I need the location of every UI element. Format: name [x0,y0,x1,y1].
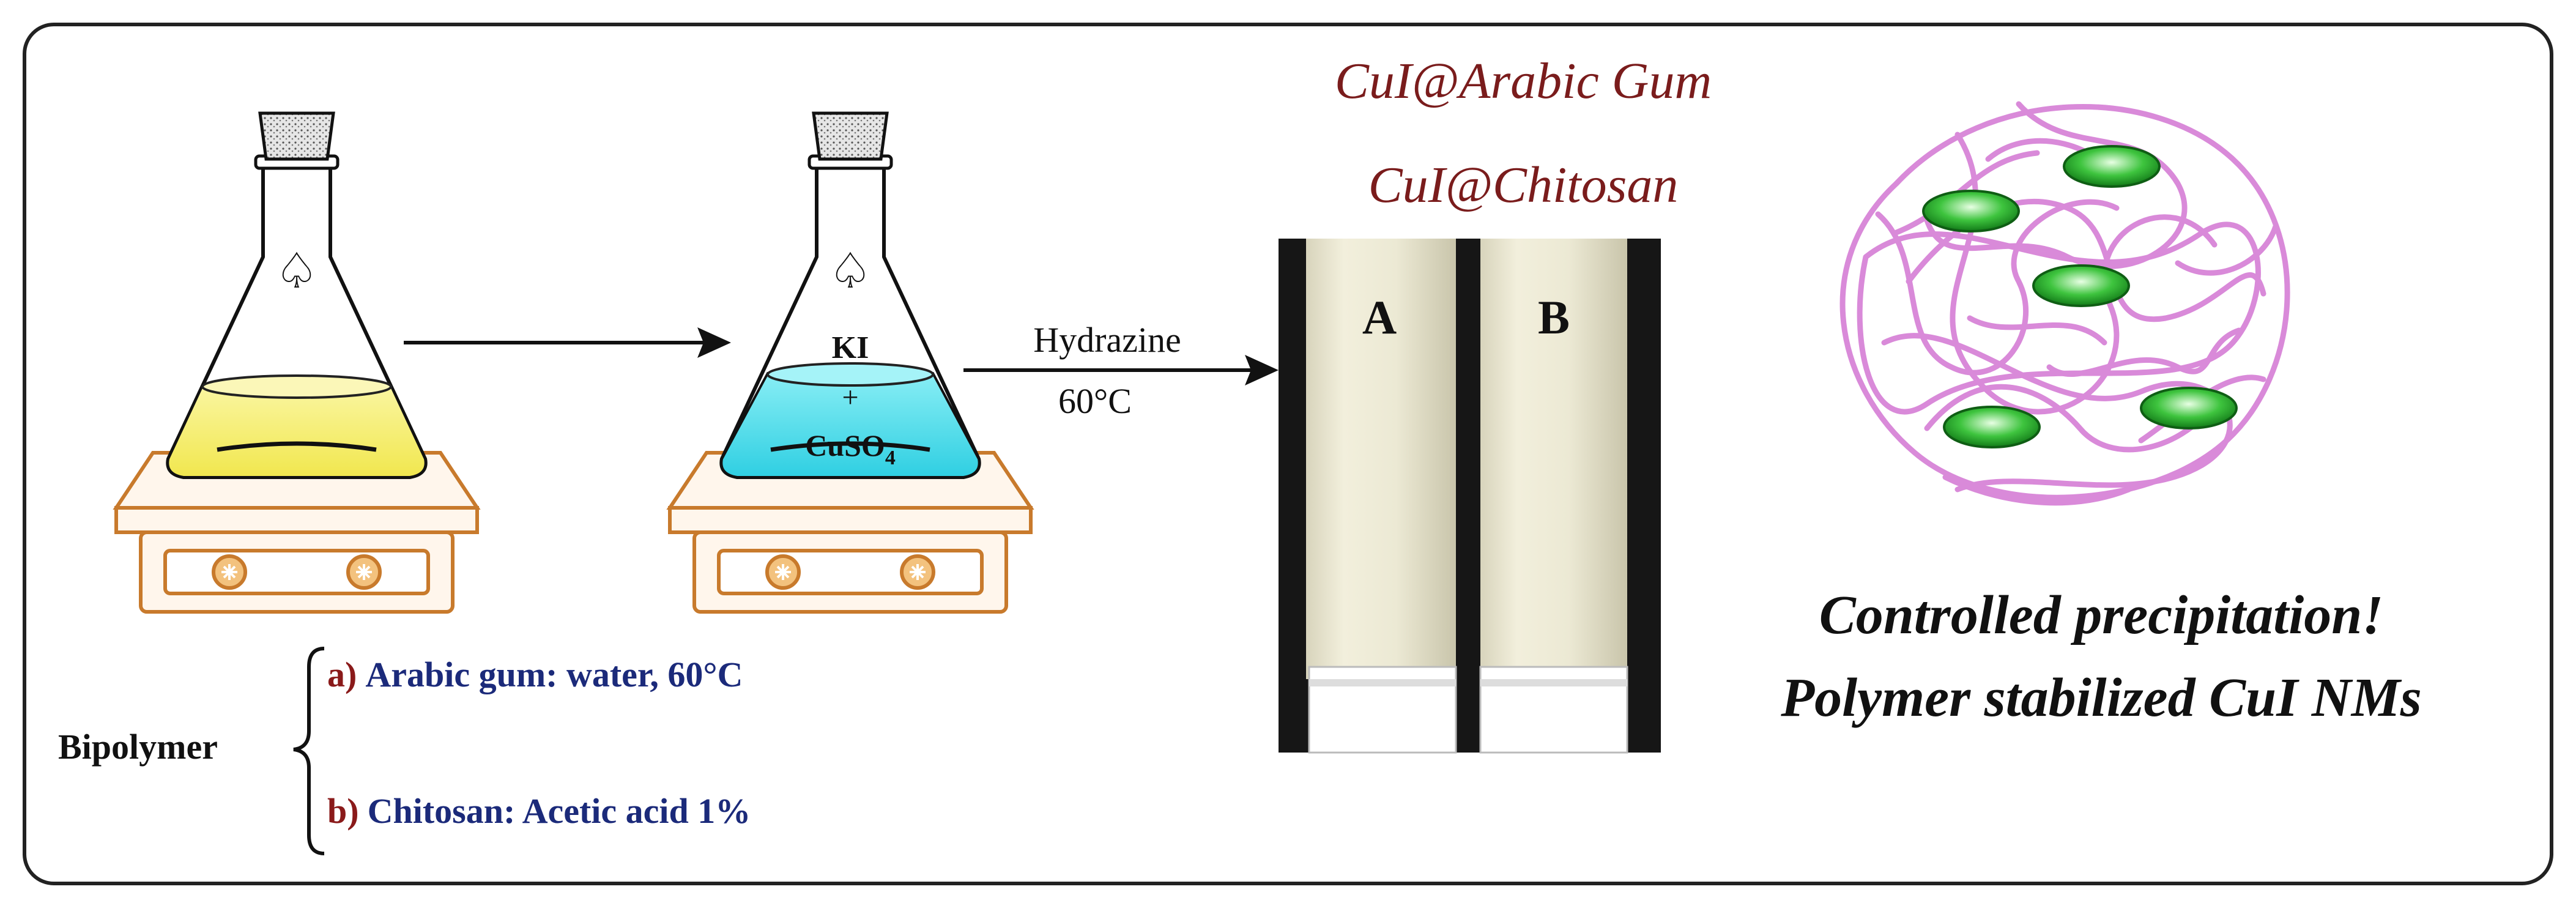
reagent-cuso4: CuSO4 [805,428,896,469]
tubes-photo: A B [1279,239,1661,754]
arrow-1 [404,327,731,358]
flask-1-stopper [258,111,335,161]
flask-2-with-hotplate: ♤ KI + CuSO4 [666,111,1034,614]
flask-1-with-hotplate: ♤ [113,111,481,614]
tube-b [1480,239,1627,679]
biopolymer-brace [293,647,325,855]
arrow-2 [963,355,1279,385]
tube-b-label: B [1538,291,1570,344]
nanoparticle-5 [2140,387,2238,429]
reaction-reagent: Hydrazine [1033,320,1181,360]
option-a: a)Arabic gum: water, 60°C [327,655,743,694]
hotplate-1 [113,451,481,614]
stir-symbol-2-icon: ♤ [828,245,872,299]
stir-symbol-icon: ♤ [275,245,319,299]
nanoparticle-4 [1943,406,2041,448]
nanoparticle-1 [2063,145,2161,188]
conclusion-line-2: Polymer stabilized CuI NMs [1780,667,2422,728]
nanoparticle-3 [2032,264,2130,307]
nanoparticles [1922,145,2238,448]
reagent-plus: + [842,381,858,414]
conclusion-line-1: Controlled precipitation! [1819,585,2384,645]
tube-a [1306,239,1456,679]
flask-2-stopper [812,111,889,161]
product-title-2: CuI@Chitosan [1368,157,1679,214]
product-title-1: CuI@Arabic Gum [1335,53,1712,110]
reaction-temperature: 60°C [1058,381,1132,421]
option-b: b)Chitosan: Acetic acid 1% [327,791,751,831]
reagent-ki: KI [832,330,869,365]
tube-a-label: A [1362,291,1397,344]
nanoparticle-2 [1922,190,2020,232]
biopolymer-label: Bipolymer [58,727,218,767]
